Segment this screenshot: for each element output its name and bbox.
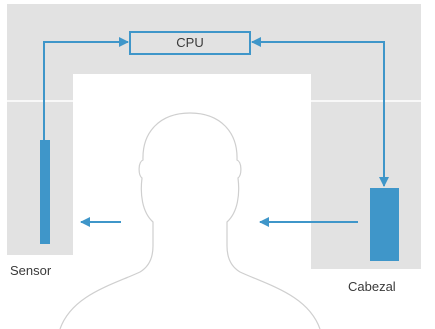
sensor-to-cpu-arrow xyxy=(43,37,129,140)
cpu-box xyxy=(129,31,251,55)
sensor-label: Sensor xyxy=(10,263,52,278)
sensor-bar xyxy=(40,140,50,244)
center-window xyxy=(73,74,311,329)
cpu-to-head-unit-arrow xyxy=(251,37,389,187)
head-unit-bar xyxy=(370,188,399,261)
cpu-label: CPU xyxy=(176,35,204,50)
head-silhouette-icon xyxy=(59,112,321,329)
head-unit-label: Cabezal xyxy=(348,279,396,294)
right-panel xyxy=(311,101,421,269)
